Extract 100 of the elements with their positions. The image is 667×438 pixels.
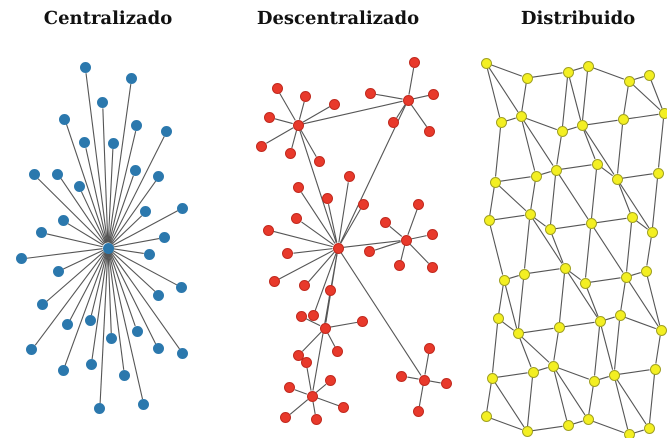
connection-line — [573, 67, 583, 71]
connection-line — [532, 426, 563, 432]
network-node — [130, 165, 141, 176]
network-node — [394, 260, 406, 272]
connection-line — [634, 76, 644, 80]
network-node — [480, 58, 492, 68]
connection-line — [524, 120, 554, 166]
connection-line — [38, 178, 104, 245]
network-node — [152, 343, 164, 354]
connection-line — [340, 104, 406, 244]
connection-line — [556, 370, 586, 416]
connection-line — [551, 234, 564, 264]
connection-line — [614, 320, 620, 370]
network-node — [256, 140, 268, 152]
network-node — [522, 72, 532, 84]
connection-line — [303, 100, 403, 124]
connection-line — [500, 176, 531, 182]
connection-line — [112, 215, 142, 245]
connection-line — [301, 221, 334, 246]
connection-line — [498, 285, 504, 314]
network-node — [26, 344, 38, 356]
network-node — [52, 266, 64, 277]
connection-line — [108, 253, 144, 400]
connection-line — [541, 171, 551, 175]
connection-line — [298, 102, 305, 120]
connection-line — [558, 367, 590, 380]
network-node — [608, 370, 620, 380]
connection-line — [328, 204, 338, 243]
network-node — [409, 57, 420, 68]
network-node — [314, 156, 324, 167]
network-node — [396, 370, 408, 382]
network-node — [292, 182, 304, 194]
network-node — [308, 310, 319, 322]
network-node — [28, 169, 40, 180]
connection-line — [614, 380, 628, 430]
connection-line — [306, 368, 312, 391]
connection-line — [492, 324, 498, 373]
connection-line — [524, 220, 530, 269]
network-node — [108, 138, 119, 149]
connection-line — [590, 277, 621, 283]
connection-line — [113, 238, 160, 248]
network-node — [272, 83, 282, 94]
connection-line — [273, 230, 333, 248]
network-node — [140, 206, 152, 218]
network-node — [530, 170, 542, 182]
network-node — [618, 114, 628, 125]
connection-line — [530, 181, 536, 210]
network-node — [624, 429, 634, 438]
network-node — [299, 280, 310, 292]
connection-line — [108, 84, 132, 243]
network-node — [518, 268, 530, 280]
connection-line — [110, 136, 165, 244]
connection-line — [407, 209, 418, 236]
network-node — [586, 218, 596, 229]
connection-line — [411, 235, 427, 240]
connection-line — [628, 114, 659, 120]
connection-line — [108, 148, 114, 243]
network-node — [428, 88, 440, 100]
connection-line — [110, 252, 180, 350]
network-node — [516, 111, 526, 122]
connection-line — [518, 279, 524, 328]
network-node — [588, 376, 600, 386]
connection-line — [522, 122, 536, 171]
connection-line — [562, 77, 568, 126]
network-node — [484, 215, 494, 226]
network-node — [131, 120, 142, 132]
network-node — [594, 316, 606, 327]
panel-title: Distribuido — [520, 8, 636, 29]
connection-line — [293, 248, 333, 254]
connection-line — [374, 241, 401, 251]
connection-line — [521, 83, 527, 112]
network-node — [324, 284, 336, 296]
connection-line — [620, 183, 650, 228]
connection-line — [519, 338, 532, 368]
network-node — [486, 372, 498, 384]
network-node — [280, 412, 292, 424]
connection-line — [113, 248, 144, 254]
connection-line — [70, 252, 106, 320]
connection-line — [308, 252, 335, 282]
network-node — [293, 350, 304, 361]
connection-line — [600, 326, 614, 370]
connection-line — [325, 253, 338, 323]
network-node — [440, 378, 452, 390]
connection-line — [652, 178, 658, 228]
network-node — [300, 91, 312, 102]
network-node — [592, 158, 602, 170]
network-node — [556, 126, 568, 137]
connection-line — [532, 218, 562, 264]
connection-line — [582, 71, 588, 120]
network-node — [344, 171, 355, 182]
connection-line — [102, 108, 108, 243]
connection-line — [302, 106, 330, 123]
connection-line — [523, 328, 554, 334]
connection-line — [299, 130, 337, 243]
connection-line — [85, 73, 108, 243]
network-node — [153, 290, 164, 301]
connection-line — [413, 94, 429, 100]
connection-line — [316, 397, 339, 406]
connection-line — [584, 130, 614, 175]
network-node — [292, 120, 304, 130]
